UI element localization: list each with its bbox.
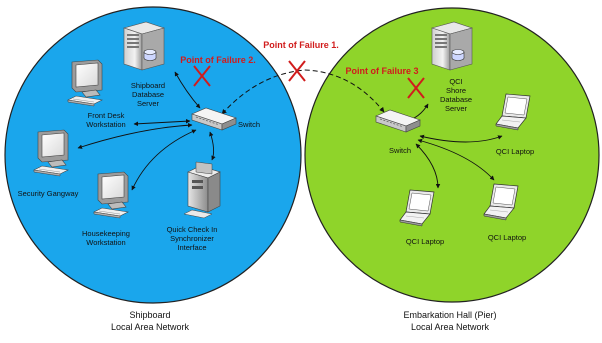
shipboard-db-label-3: Server	[137, 99, 160, 108]
housekeeping-label-2: Workstation	[86, 238, 125, 247]
quick-check-label-3: Interface	[177, 243, 206, 252]
shipboard-db-label-1: Shipboard	[131, 81, 165, 90]
pier-links	[403, 103, 503, 189]
link-switch-quick-check	[209, 131, 216, 161]
pier-caption-2: Local Area Network	[411, 322, 490, 332]
quick-check-label-2: Synchronizer	[170, 234, 214, 243]
qci-server-label-2: Shore	[446, 86, 466, 95]
qci-server-label-4: Server	[445, 104, 468, 113]
link-switch-housekeeping	[131, 129, 197, 191]
pier-switch-label: Switch	[389, 146, 411, 155]
link-switch-shipboard-server	[174, 71, 201, 109]
failure-1-label: Point of Failure 1.	[263, 40, 339, 50]
qci-laptop-left-label: QCI Laptop	[406, 237, 444, 246]
qci-laptop-right-label: QCI Laptop	[488, 233, 526, 242]
shipboard-links	[77, 71, 216, 191]
housekeeping-label-1: Housekeeping	[82, 229, 130, 238]
qci-laptop-top-label: QCI Laptop	[496, 147, 534, 156]
qci-shore-server-icon	[431, 21, 473, 71]
front-desk-label-2: Workstation	[86, 120, 125, 129]
front-desk-label-1: Front Desk	[88, 111, 125, 120]
pier-caption-1: Embarkation Hall (Pier)	[403, 310, 496, 320]
failure-2-label: Point of Failure 2.	[180, 55, 256, 65]
shipboard-switch-label: Switch	[238, 120, 260, 129]
security-gangway-desktop-icon	[33, 129, 69, 177]
quick-check-label-1: Quick Check In	[167, 225, 218, 234]
shipboard-caption-2: Local Area Network	[111, 322, 190, 332]
link-switch-laptop-right	[417, 138, 495, 181]
shipboard-db-label-2: Database	[132, 90, 164, 99]
security-gangway-label: Security Gangway	[18, 189, 79, 198]
qci-server-label-3: Database	[440, 95, 472, 104]
shipboard-caption-1: Shipboard	[129, 310, 170, 320]
housekeeping-desktop-icon	[93, 171, 129, 219]
shipboard-database-server-icon	[123, 21, 165, 71]
front-desk-desktop-icon	[67, 59, 103, 107]
qci-server-label-1: QCI	[449, 77, 462, 86]
failure-3-label: Point of Failure 3	[345, 66, 418, 76]
failure-1-x-icon	[288, 60, 306, 82]
link-ship-to-pier	[221, 69, 385, 115]
